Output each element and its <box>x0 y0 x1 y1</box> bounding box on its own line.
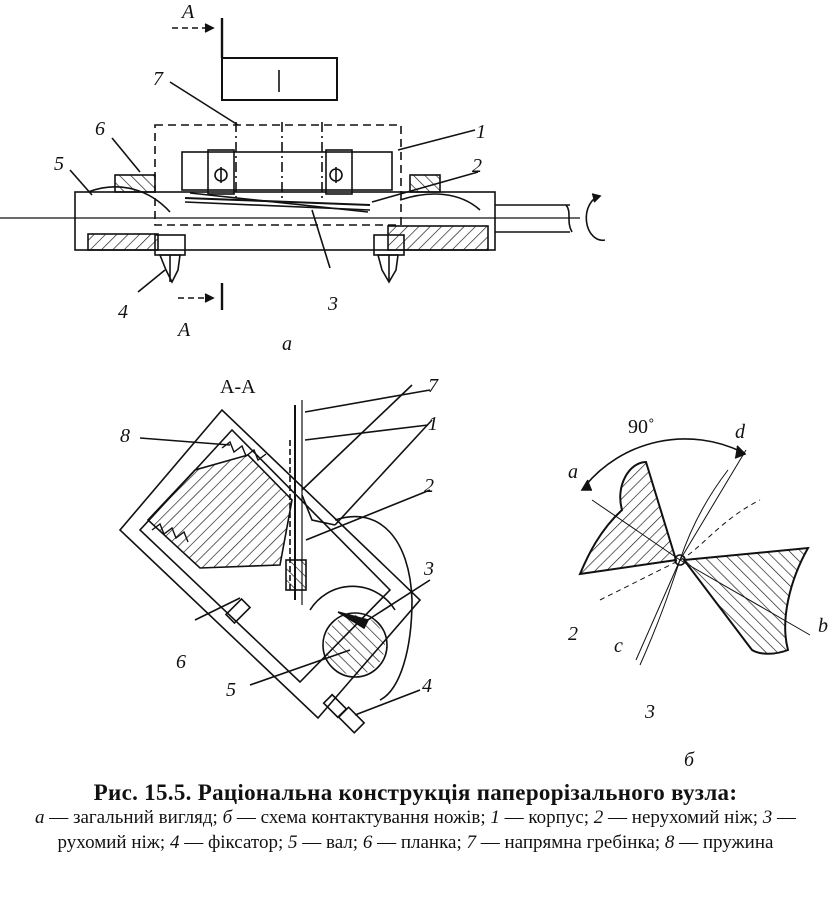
caption-key: 8 <box>664 832 675 853</box>
section-mark-bottom: A <box>176 319 191 341</box>
section-aa-drawing <box>118 384 433 734</box>
caption-key: б <box>222 807 233 828</box>
sec-label-6: 6 <box>176 651 186 673</box>
caption-text: — планка; <box>372 832 467 853</box>
caption-key: 3 <box>762 807 773 828</box>
label-a: a <box>568 461 578 483</box>
caption-key: 2 <box>593 807 604 828</box>
label-2: 2 <box>472 155 482 177</box>
knife-3-label: 3 <box>644 701 655 723</box>
sec-label-8: 8 <box>120 425 130 447</box>
view-b-letter: б <box>684 749 695 771</box>
view-b-drawing <box>578 438 811 666</box>
view-b-labels: 90˚ a b c d 2 3 б <box>568 416 828 771</box>
knife-2-label: 2 <box>568 623 578 645</box>
view-a-labels: A A 7 6 5 1 2 3 4 а <box>54 1 486 355</box>
label-5: 5 <box>54 153 64 175</box>
caption-body: а — загальний вигляд; б — схема контакту… <box>0 805 831 855</box>
caption-text: — загальний вигляд; <box>44 807 223 828</box>
caption-key: а <box>34 807 45 828</box>
caption-key: 4 <box>169 832 180 853</box>
caption-text: — корпус; <box>499 807 594 828</box>
figure-caption: Рис. 15.5. Раціональна конструкція папер… <box>0 780 831 855</box>
caption-title: Рис. 15.5. Раціональна конструкція папер… <box>93 780 738 805</box>
caption-text: — вал; <box>297 832 363 853</box>
caption-text: — схема контактування ножів; <box>232 807 491 828</box>
view-a-letter: а <box>282 333 292 355</box>
caption-key: 7 <box>466 832 476 853</box>
caption-text: — напрямна гребінка; <box>475 832 665 853</box>
label-7: 7 <box>153 68 164 90</box>
caption-key: 5 <box>287 832 298 853</box>
caption-text: — фіксатор; <box>179 832 288 853</box>
caption-text: — пружина <box>674 832 774 853</box>
caption-text: — нерухомий ніж; <box>603 807 763 828</box>
label-3: 3 <box>327 293 338 315</box>
section-mark-top: A <box>180 1 195 23</box>
label-c: c <box>614 635 623 657</box>
sec-label-3: 3 <box>423 558 434 580</box>
sec-label-1: 1 <box>428 413 438 435</box>
section-aa-labels: А-А 8 7 1 2 3 6 5 4 <box>120 375 439 701</box>
sec-label-5: 5 <box>226 679 236 701</box>
caption-key: 6 <box>362 832 373 853</box>
label-d: d <box>735 421 746 443</box>
sec-label-2: 2 <box>424 475 434 497</box>
view-a-drawing <box>0 18 606 310</box>
label-b: b <box>818 615 828 637</box>
caption-key: 1 <box>490 807 500 828</box>
caption-text: — рухомий ніж; <box>57 807 797 853</box>
technical-drawing: A A 7 6 5 1 2 3 4 а <box>0 1 828 771</box>
sec-label-4: 4 <box>422 675 432 697</box>
label-6: 6 <box>95 118 105 140</box>
section-title: А-А <box>220 376 256 398</box>
angle-label: 90˚ <box>628 416 655 438</box>
label-1: 1 <box>476 121 486 143</box>
sec-label-7: 7 <box>428 375 439 397</box>
label-4: 4 <box>118 301 128 323</box>
